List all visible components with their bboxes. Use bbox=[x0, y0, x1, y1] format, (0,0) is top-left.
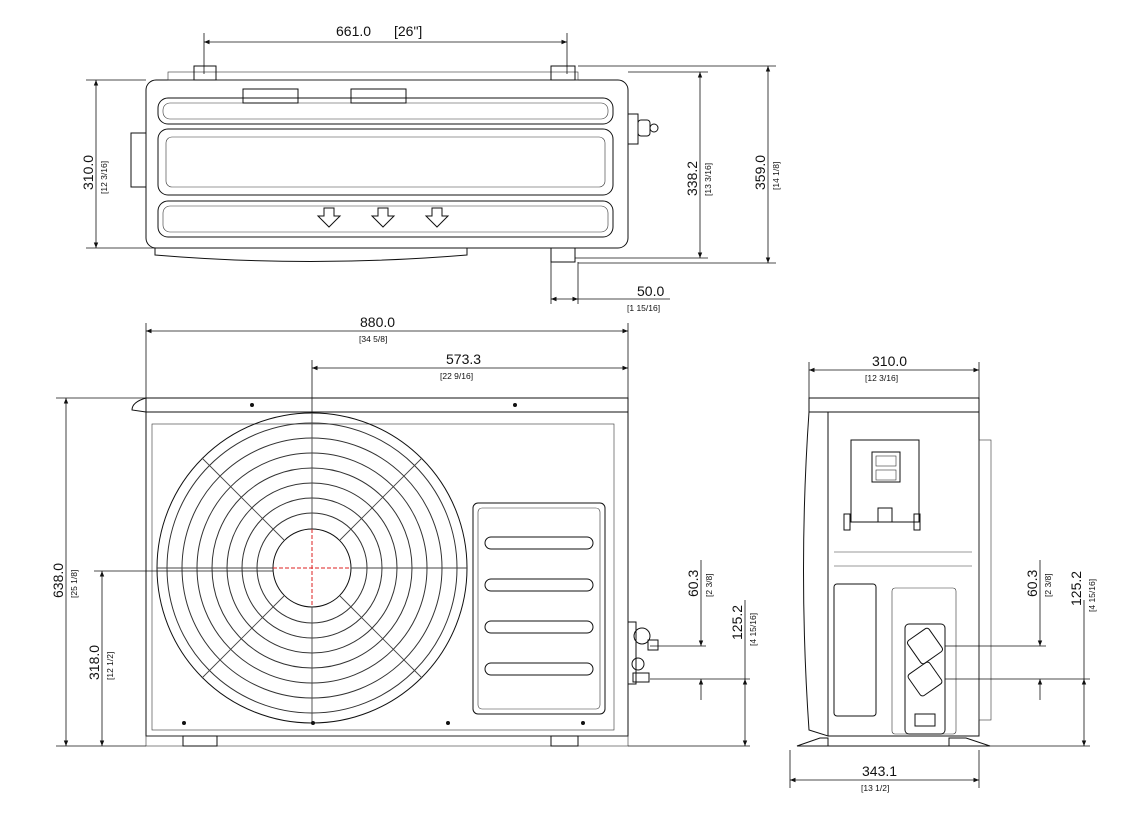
dim-638-mm: 638.0 bbox=[50, 563, 66, 598]
side-view: 310.0 [12 3/16] 343.1 [13 1/2] 60.3 [2 3… bbox=[789, 353, 1097, 793]
side-grille-profile bbox=[803, 411, 829, 737]
dim-573-in: [22 9/16] bbox=[440, 371, 473, 381]
side-valve-housing bbox=[904, 623, 946, 735]
top-service-valve bbox=[627, 113, 659, 145]
side-foot-right bbox=[948, 737, 991, 747]
dim-310-in: [12 3/16] bbox=[99, 161, 109, 194]
dim-310-side-in: [12 3/16] bbox=[865, 373, 898, 383]
dim-880-mm: 880.0 bbox=[360, 314, 395, 330]
louver-panel bbox=[472, 502, 606, 715]
top-rear-rail bbox=[167, 71, 579, 81]
front-foot-right bbox=[550, 735, 579, 747]
top-view: 661.0 [26"] 310.0 [12 3/16] 338.2 [13 3/… bbox=[80, 23, 781, 313]
top-mount-bottom bbox=[550, 247, 576, 263]
dim-638-in: [25 1/8] bbox=[69, 570, 79, 598]
top-panel-upper bbox=[157, 97, 614, 125]
top-label-tab-1 bbox=[242, 88, 299, 104]
top-base-tray bbox=[154, 247, 468, 262]
dim-310-mm: 310.0 bbox=[80, 155, 96, 190]
dim-359-in: [14 1/8] bbox=[771, 162, 781, 190]
dim-125-side-in: [4 15/16] bbox=[1087, 579, 1097, 612]
dim-880-in: [34 5/8] bbox=[359, 334, 387, 344]
fan-grille bbox=[156, 412, 468, 724]
side-foot-left bbox=[796, 737, 829, 747]
dim-573-mm: 573.3 bbox=[446, 351, 481, 367]
dim-343-in: [13 1/2] bbox=[861, 783, 889, 793]
top-label-tab-2 bbox=[350, 88, 407, 104]
dim-125-front-mm: 125.2 bbox=[729, 605, 745, 640]
dim-343-mm: 343.1 bbox=[862, 763, 897, 779]
dim-125-side-mm: 125.2 bbox=[1068, 571, 1084, 606]
dim-338-mm: 338.2 bbox=[684, 161, 700, 196]
terminal-block bbox=[843, 439, 921, 531]
dim-310-side-mm: 310.0 bbox=[872, 353, 907, 369]
dim-318-in: [12 1/2] bbox=[105, 652, 115, 680]
dim-50-mm: 50.0 bbox=[637, 283, 664, 299]
top-panel-lower bbox=[157, 200, 614, 238]
top-down-arrows bbox=[316, 207, 450, 228]
front-bolts bbox=[182, 403, 585, 725]
dim-60-side-mm: 60.3 bbox=[1024, 570, 1040, 597]
front-foot-left bbox=[182, 735, 218, 747]
dim-661-mm: 661.0 bbox=[336, 23, 371, 39]
dim-359-mm: 359.0 bbox=[752, 155, 768, 190]
top-mount-right bbox=[550, 65, 576, 81]
top-left-handle bbox=[130, 132, 147, 188]
dim-125-front-in: [4 15/16] bbox=[748, 613, 758, 646]
front-top-cover bbox=[145, 397, 629, 413]
top-panel-middle bbox=[157, 128, 614, 196]
dim-338-in: [13 3/16] bbox=[703, 163, 713, 196]
front-view: 880.0 [34 5/8] 573.3 [22 9/16] 638.0 [25… bbox=[50, 314, 758, 747]
dim-60-front-in: [2 3/8] bbox=[704, 573, 714, 597]
front-body-outline bbox=[145, 411, 629, 737]
top-mount-left bbox=[193, 65, 217, 81]
dim-60-front-mm: 60.3 bbox=[685, 570, 701, 597]
side-top-cover bbox=[808, 397, 980, 413]
side-cover-plate bbox=[833, 583, 877, 717]
dim-318-mm: 318.0 bbox=[86, 645, 102, 680]
dim-50-in: [1 15/16] bbox=[627, 303, 660, 313]
front-service-valves bbox=[627, 621, 659, 685]
front-inner-panel bbox=[151, 423, 615, 731]
dim-661-in: [26"] bbox=[394, 23, 422, 39]
dim-60-side-in: [2 3/8] bbox=[1043, 573, 1053, 597]
